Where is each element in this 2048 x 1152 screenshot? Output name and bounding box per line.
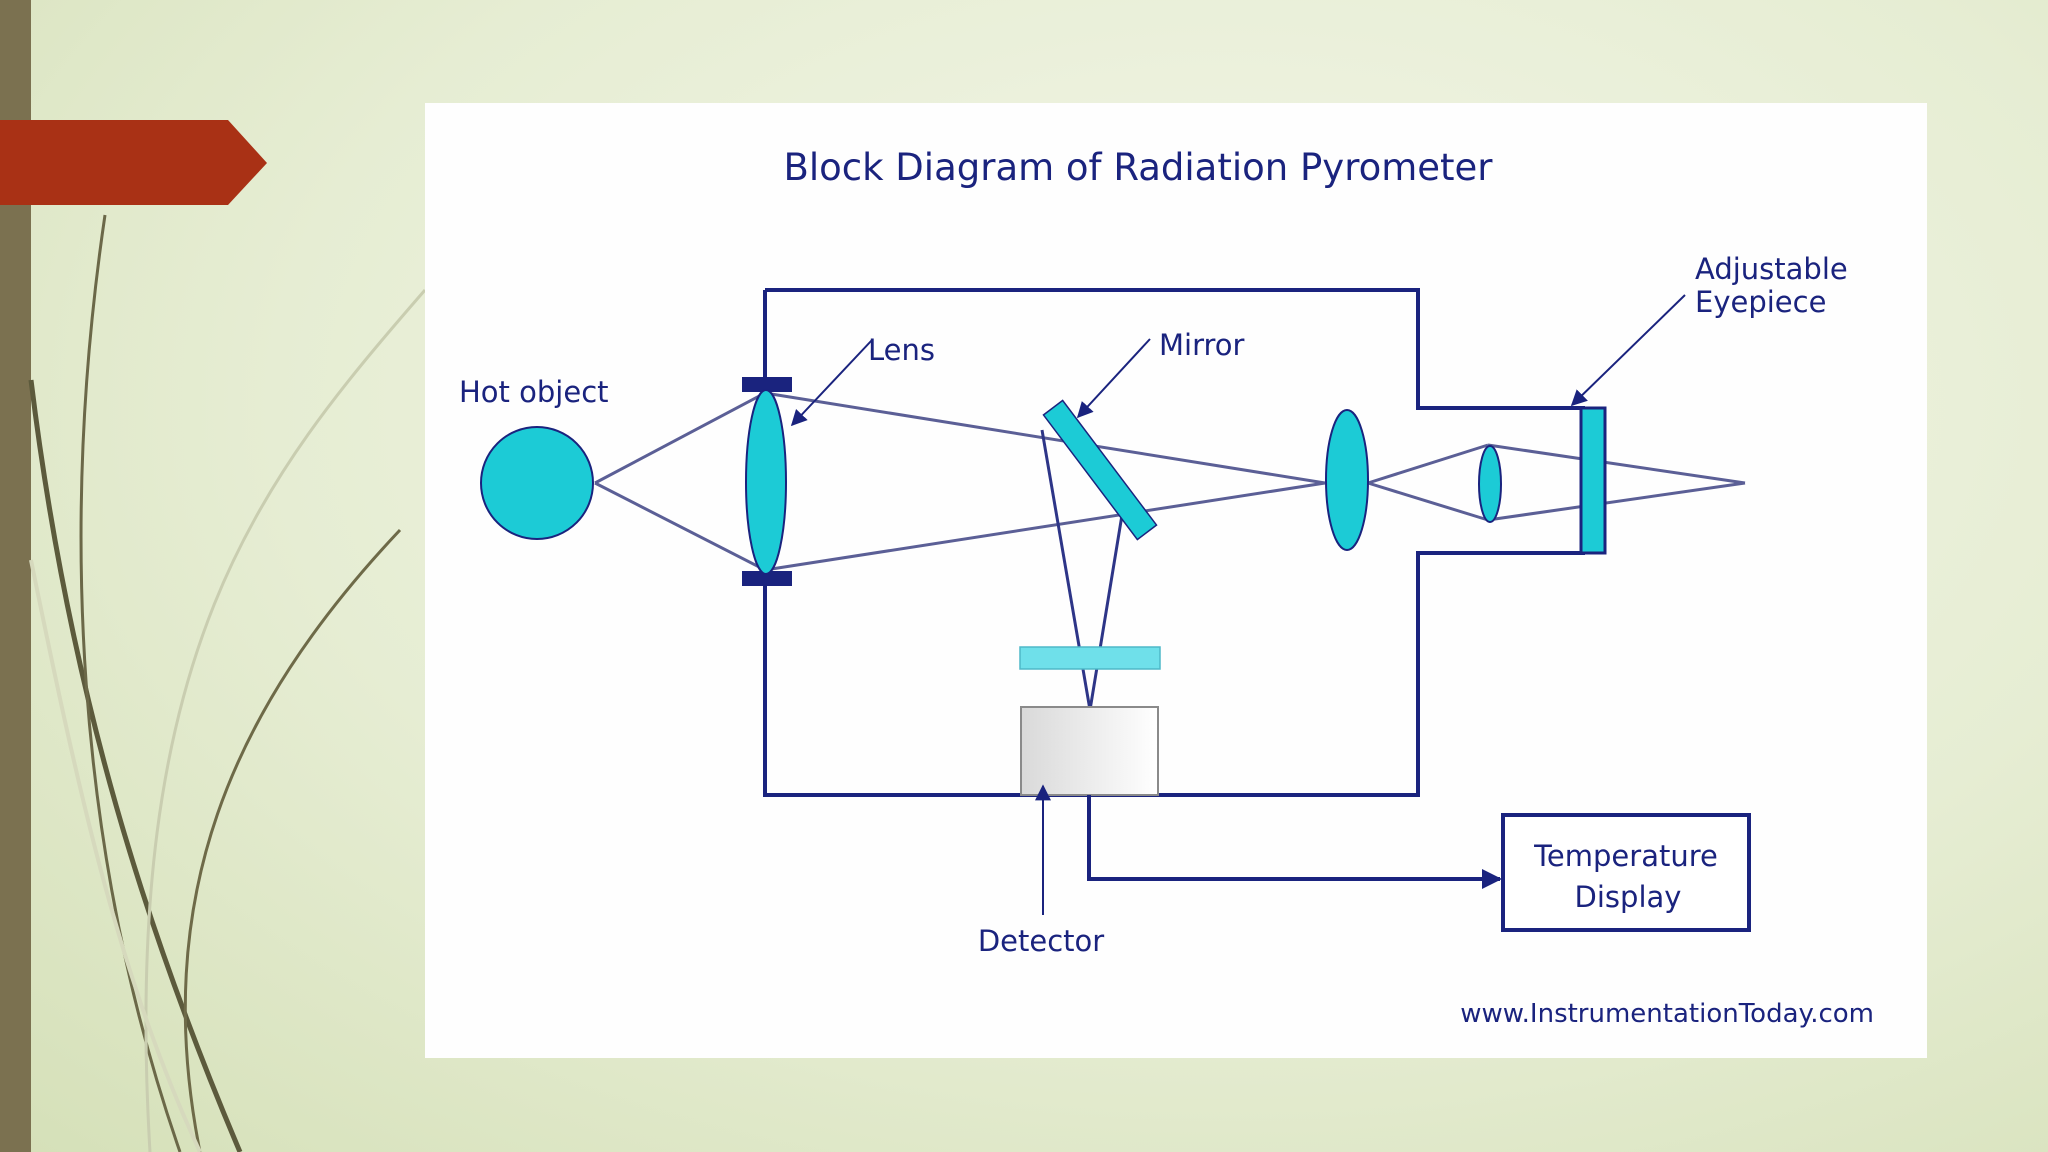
signal-wire-arrow [1087,795,1502,889]
adjustable-eyepiece [1579,406,1607,555]
watermark-url: www.InstrumentationToday.com [1460,999,1874,1029]
swoosh-curve [144,289,427,1152]
lens-leader-arrow [790,339,873,427]
title-tab-arrow [0,120,267,205]
swoosh-curve [29,559,202,1152]
detector-block [1020,706,1159,796]
lens-label: Lens [868,333,935,367]
diagram-panel: Block Diagram of Radiation Pyrometer [425,103,1927,1058]
field-lens [1325,409,1369,551]
eyepiece-lens [1478,445,1502,523]
display-label-line1: Temperature [1533,839,1718,873]
diagram-title: Block Diagram of Radiation Pyrometer [783,146,1493,189]
mirror-leader-arrow [1076,338,1151,419]
filter-plate [1019,646,1161,670]
mirror [1042,399,1158,541]
detector-label: Detector [978,924,1104,958]
display-label-line2: Display [1575,880,1682,914]
decorative-swooshes [0,120,427,1152]
lens-mount-bottom [742,571,792,586]
hot-object-sphere [480,426,594,540]
eyepiece-label-line2: Eyepiece [1695,285,1826,319]
eyepiece-leader-arrow [1570,294,1686,407]
temperature-display-box [1501,813,1751,932]
objective-lens [745,389,787,575]
hot-object-label: Hot object [459,375,609,409]
light-rays [594,391,1746,572]
eyepiece-label-line1: Adjustable [1695,252,1848,286]
swoosh-curve [183,528,402,1152]
mirror-label: Mirror [1159,328,1245,362]
swoosh-curve [79,214,182,1152]
lens-mount-top [742,377,792,392]
swoosh-curve [28,379,243,1152]
pyrometer-diagram: Block Diagram of Radiation Pyrometer [459,146,1874,1029]
